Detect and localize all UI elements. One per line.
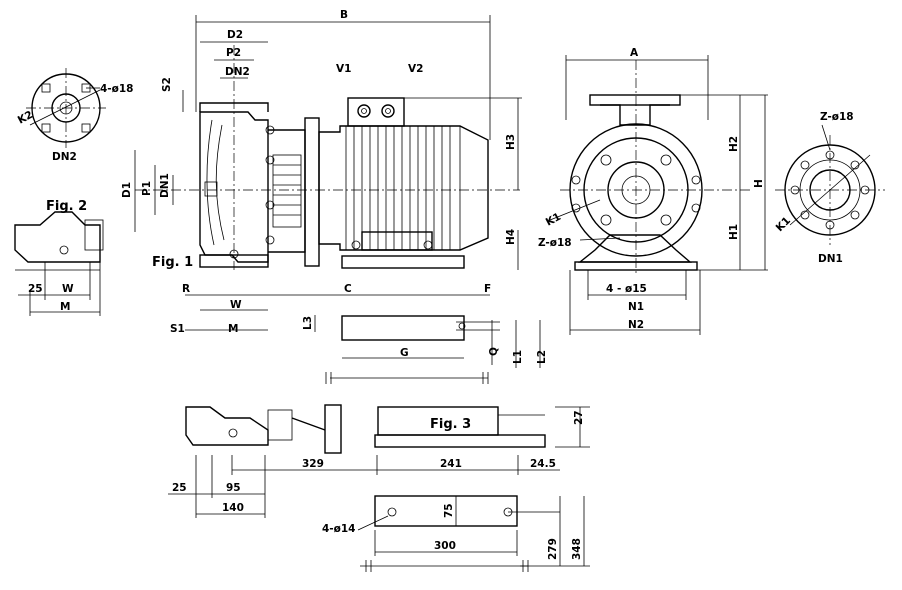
label-holes-dn2: 4-ø18 <box>100 83 134 95</box>
fig3-base-detail: Fig. 3 27 329 241 24.5 25 95 140 75 4-ø1… <box>168 404 590 572</box>
dim-300: 300 <box>434 540 456 552</box>
label-H3: H3 <box>505 134 517 150</box>
label-DN1-side: DN1 <box>159 173 171 198</box>
dim-329: 329 <box>302 458 324 470</box>
label-L2: L2 <box>536 350 548 364</box>
dn2-flange-view: 4-ø18 K2 DN2 <box>16 68 134 163</box>
label-S1: S1 <box>170 323 185 335</box>
label-N2: N2 <box>628 319 644 331</box>
label-W-fig1: W <box>230 299 242 311</box>
label-M-fig1: M <box>228 323 238 335</box>
figure-2-label: Fig. 2 <box>46 199 87 214</box>
dim-140: 140 <box>222 502 244 514</box>
dim-25: 25 <box>172 482 187 494</box>
label-Q: Q <box>488 347 500 356</box>
label-H1: H1 <box>728 224 740 240</box>
label-F: F <box>484 283 491 295</box>
dim-279: 279 <box>547 538 559 560</box>
label-A: A <box>630 47 639 59</box>
figure-1-label: Fig. 1 <box>152 255 193 270</box>
dim-75: 75 <box>443 503 455 518</box>
dim-348: 348 <box>571 538 583 560</box>
label-M-fig2: M <box>60 301 70 313</box>
label-H4: H4 <box>505 229 517 245</box>
dim-24-5: 24.5 <box>530 458 556 470</box>
label-L1: L1 <box>512 350 524 364</box>
fig1-dimensions <box>134 15 541 384</box>
label-B: B <box>340 9 348 21</box>
label-K1-front: K1 <box>544 211 563 229</box>
fig2-foot-detail: Fig. 2 25 W M <box>14 199 104 316</box>
label-holes-front: 4 - ø15 <box>606 283 647 295</box>
dim-241: 241 <box>440 458 462 470</box>
dn1-flange-view: Z-ø18 K1 DN1 <box>774 111 885 265</box>
label-C: C <box>344 283 352 295</box>
label-G: G <box>400 347 409 359</box>
label-H: H <box>753 179 765 188</box>
label-R: R <box>182 283 190 295</box>
label-H2: H2 <box>728 136 740 152</box>
label-DN2-top: DN2 <box>225 66 250 78</box>
label-D2: D2 <box>227 29 243 41</box>
label-V2: V2 <box>408 63 423 75</box>
label-S2: S2 <box>161 77 173 92</box>
label-D1: D1 <box>121 182 133 198</box>
front-view-labels: A H2 H H1 K1 Z-ø18 4 - ø15 N1 N2 <box>538 47 765 331</box>
fig1-side-view <box>135 45 520 270</box>
label-W-fig2: W <box>62 283 74 295</box>
dim-27: 27 <box>573 410 585 425</box>
label-DN2-flange: DN2 <box>52 151 77 163</box>
fig1-labels: B D2 P2 DN2 S2 V1 V2 H3 H4 D1 P1 DN1 Fig… <box>121 9 548 364</box>
label-L3: L3 <box>302 316 314 330</box>
figure-3-label: Fig. 3 <box>430 417 471 432</box>
label-V1: V1 <box>336 63 351 75</box>
label-DN1-flange: DN1 <box>818 253 843 265</box>
label-P2: P2 <box>226 47 241 59</box>
dim-holes: 4-ø14 <box>322 523 356 535</box>
front-view <box>549 55 768 335</box>
label-K1-flange: K1 <box>774 215 793 234</box>
label-N1: N1 <box>628 301 644 313</box>
base-rail-detail <box>341 315 500 341</box>
dim-95: 95 <box>226 482 241 494</box>
label-P1: P1 <box>141 181 153 196</box>
label-Z-flange: Z-ø18 <box>820 111 854 123</box>
label-25-fig2: 25 <box>28 283 43 295</box>
label-Z-front: Z-ø18 <box>538 237 572 249</box>
